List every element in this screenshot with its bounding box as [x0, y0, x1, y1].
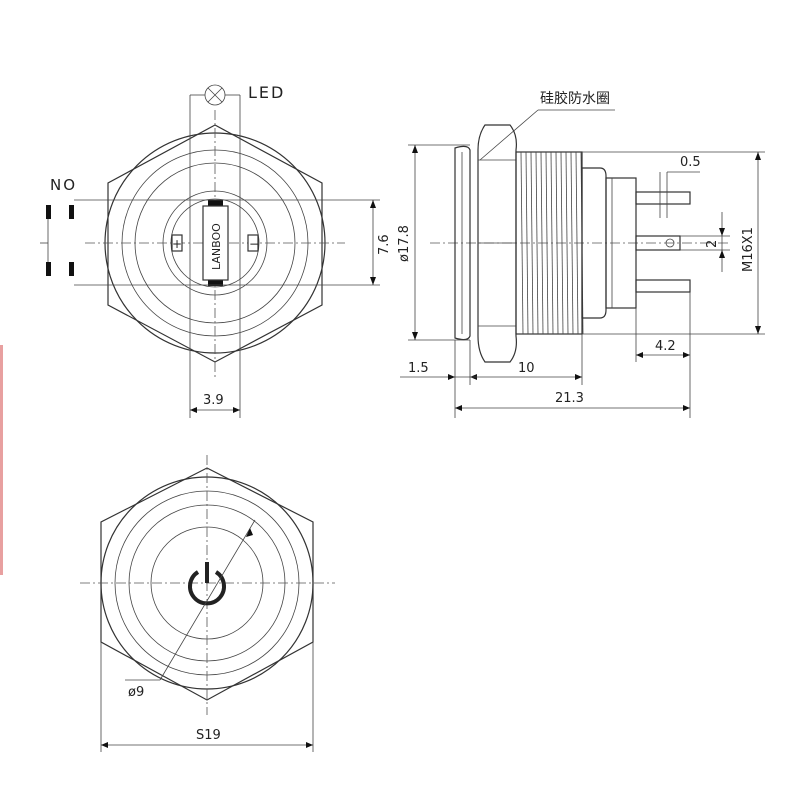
plus-label: + — [172, 237, 182, 251]
brand-label: LANBOO — [210, 223, 223, 270]
minus-label: − — [249, 237, 259, 251]
led-symbol-icon — [204, 84, 226, 106]
dim-3-9: 3.9 — [203, 393, 224, 408]
dim-3-9-arrow-r — [233, 407, 240, 413]
rear-housing — [581, 167, 607, 319]
left-edge-accent — [0, 345, 3, 575]
dim-10: 10 — [518, 361, 535, 376]
dim-4-2-arrow-l — [636, 352, 643, 358]
side-view: 硅胶防水圈 ø17.8 0.5 2 — [397, 90, 765, 418]
no-contact-upper-right — [69, 205, 74, 219]
dim-3-9-arrow-l — [190, 407, 197, 413]
dim-21-3-arrow-l — [455, 405, 462, 411]
thread-line — [530, 151, 534, 335]
dim-2: 2 — [705, 240, 720, 248]
front-hex-nut — [100, 467, 314, 701]
minus-terminal — [247, 234, 259, 252]
front-flange — [454, 145, 471, 341]
thread-line — [565, 151, 569, 335]
led-label: LED — [248, 83, 285, 102]
dim-10-arrow-r — [575, 374, 582, 380]
thread-line — [545, 151, 549, 335]
terminal-lower — [208, 280, 223, 286]
dim-0-5: 0.5 — [680, 155, 701, 170]
thread-line — [555, 151, 559, 335]
no-contact-lower-left — [46, 262, 51, 276]
dim-7-6-arrow-bot — [370, 277, 376, 285]
dim-1-5: 1.5 — [408, 361, 429, 376]
terminal-upper — [208, 200, 223, 206]
no-label: NO — [50, 176, 77, 194]
dim-4-2: 4.2 — [655, 339, 676, 354]
thread-line — [525, 151, 529, 335]
power-icon — [188, 570, 226, 606]
dim-s19-arrow-r — [306, 742, 313, 748]
thread-line — [535, 151, 539, 335]
dim-17-8-arrow-bot — [412, 332, 418, 340]
thread-line — [560, 151, 564, 335]
dim-7-6: 7.6 — [377, 234, 392, 255]
thread-lines — [520, 151, 584, 335]
front-view: ø9 S19 — [80, 455, 335, 752]
no-contact-lower-right — [69, 262, 74, 276]
terminal-bottom — [635, 279, 691, 293]
dim-4-2-arrow-r — [683, 352, 690, 358]
dim-21-3-arrow-r — [683, 405, 690, 411]
dim-phi9-arrow — [246, 528, 253, 537]
dim-17-8-arrow-top — [412, 145, 418, 153]
thread-line — [575, 151, 579, 335]
dim-m16-arrow-top — [755, 152, 761, 160]
dim-m16x1: M16X1 — [741, 227, 756, 272]
dim-phi9: ø9 — [128, 685, 144, 700]
dim-21-3: 21.3 — [555, 391, 584, 406]
dim-7-6-arrow-top — [370, 200, 376, 208]
dim-s19-arrow-l — [101, 742, 108, 748]
dim-1-5-arrow-r — [448, 374, 455, 380]
dim-phi9-leader — [159, 519, 256, 681]
led-symbol-cross-b — [207, 87, 223, 103]
dim-m16-arrow-bot — [755, 326, 761, 334]
dim-s19: S19 — [196, 728, 221, 743]
seal-leader — [479, 109, 539, 161]
dim-2-arrow-bot — [719, 250, 725, 258]
led-terminal-body — [202, 205, 229, 281]
thread-line — [540, 151, 544, 335]
thread-line — [570, 151, 574, 335]
seal-label: 硅胶防水圈 — [540, 90, 610, 107]
rear-view: LED LANBOO + − NO 7.6 3.9 — [40, 83, 392, 418]
terminal-center-hole — [665, 238, 675, 248]
dim-phi17-8: ø17.8 — [397, 225, 412, 262]
thread-line — [520, 151, 524, 335]
dim-2-arrow-top — [719, 228, 725, 236]
side-hex-nut — [477, 124, 517, 363]
terminal-top — [635, 191, 691, 205]
thread-line — [550, 151, 554, 335]
no-contact-upper-left — [46, 205, 51, 219]
terminal-center — [635, 235, 681, 251]
plus-terminal — [171, 234, 183, 252]
